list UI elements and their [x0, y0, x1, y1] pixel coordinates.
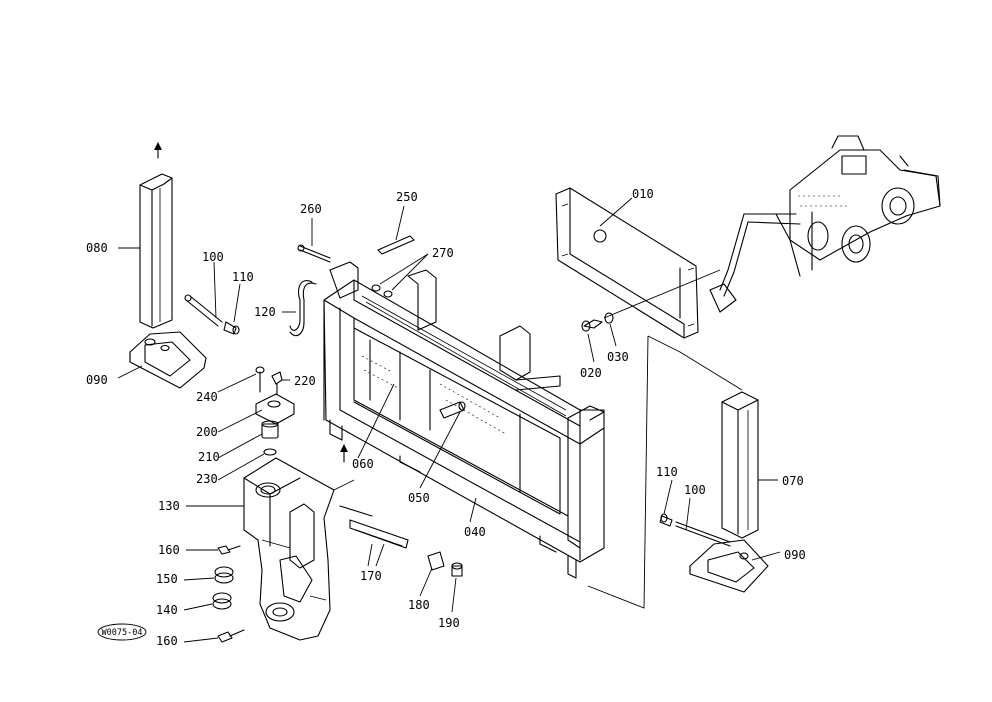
callout-100-left: 100: [202, 250, 224, 264]
callout-140: 140: [156, 603, 178, 617]
callout-230: 230: [196, 472, 218, 486]
bushing-150[interactable]: [214, 566, 234, 584]
grease-fitting-lower[interactable]: [217, 629, 245, 643]
bolt-240[interactable]: [255, 366, 265, 393]
plate-180[interactable]: [427, 551, 445, 571]
callout-180: 180: [408, 598, 430, 612]
callout-090-right: 090: [784, 548, 806, 562]
right-pin[interactable]: [675, 521, 731, 547]
right-upright-channel[interactable]: [721, 391, 759, 539]
bushing-210[interactable]: [261, 420, 279, 439]
callout-070: 070: [782, 474, 804, 488]
callout-040: 040: [464, 525, 486, 539]
callout-150: 150: [156, 572, 178, 586]
pin-050[interactable]: [439, 401, 466, 419]
callout-240: 240: [196, 390, 218, 404]
center-bracket[interactable]: [499, 325, 561, 391]
up-arrow-icon: [340, 444, 348, 463]
bolt-190[interactable]: [451, 562, 463, 577]
left-bolt[interactable]: [223, 321, 240, 335]
drawing-stamp: W0075-04: [97, 623, 147, 641]
callout-090-left: 090: [86, 373, 108, 387]
callout-labels: 010 020 030 040 050 060 070 080 090 090 …: [86, 187, 806, 648]
callout-050: 050: [408, 491, 430, 505]
stamp-text: W0075-04: [102, 628, 143, 638]
pin-250[interactable]: [377, 235, 415, 255]
callout-110-left: 110: [232, 270, 254, 284]
callout-120: 120: [254, 305, 276, 319]
swing-casting[interactable]: [243, 457, 335, 641]
grease-fitting-upper[interactable]: [217, 545, 241, 555]
callout-030: 030: [607, 350, 629, 364]
callout-210: 210: [198, 450, 220, 464]
callout-260: 260: [300, 202, 322, 216]
bolts-270[interactable]: [371, 284, 393, 298]
callout-220: 220: [294, 374, 316, 388]
bushing-140[interactable]: [212, 592, 232, 610]
right-base-plate[interactable]: [689, 539, 769, 593]
callout-160-lower: 160: [156, 634, 178, 648]
callout-200: 200: [196, 425, 218, 439]
hook-bracket[interactable]: [289, 280, 317, 337]
bolt-020[interactable]: [581, 319, 603, 332]
callout-130: 130: [158, 499, 180, 513]
backhoe-tractor-illustration: [709, 135, 941, 313]
callout-170: 170: [360, 569, 382, 583]
callout-080: 080: [86, 241, 108, 255]
upper-plate[interactable]: [555, 187, 699, 339]
leader-lines: [117, 197, 781, 643]
callout-060: 060: [352, 457, 374, 471]
right-bolt[interactable]: [659, 513, 673, 527]
ring-230[interactable]: [263, 448, 277, 456]
bolt-260[interactable]: [297, 244, 331, 263]
callout-100-right: 100: [684, 483, 706, 497]
pins-170[interactable]: [339, 505, 409, 549]
callout-110-right: 110: [656, 465, 678, 479]
left-base-plate[interactable]: [129, 331, 207, 389]
callout-020: 020: [580, 366, 602, 380]
callout-190: 190: [438, 616, 460, 630]
callout-010: 010: [632, 187, 654, 201]
cap-200[interactable]: [255, 393, 295, 425]
left-pin[interactable]: [184, 294, 223, 327]
left-upright-channel[interactable]: [139, 142, 173, 329]
main-frame[interactable]: [323, 261, 605, 579]
callout-160-upper: 160: [158, 543, 180, 557]
callout-250: 250: [396, 190, 418, 204]
fitting-220[interactable]: [271, 371, 283, 395]
callout-270: 270: [432, 246, 454, 260]
